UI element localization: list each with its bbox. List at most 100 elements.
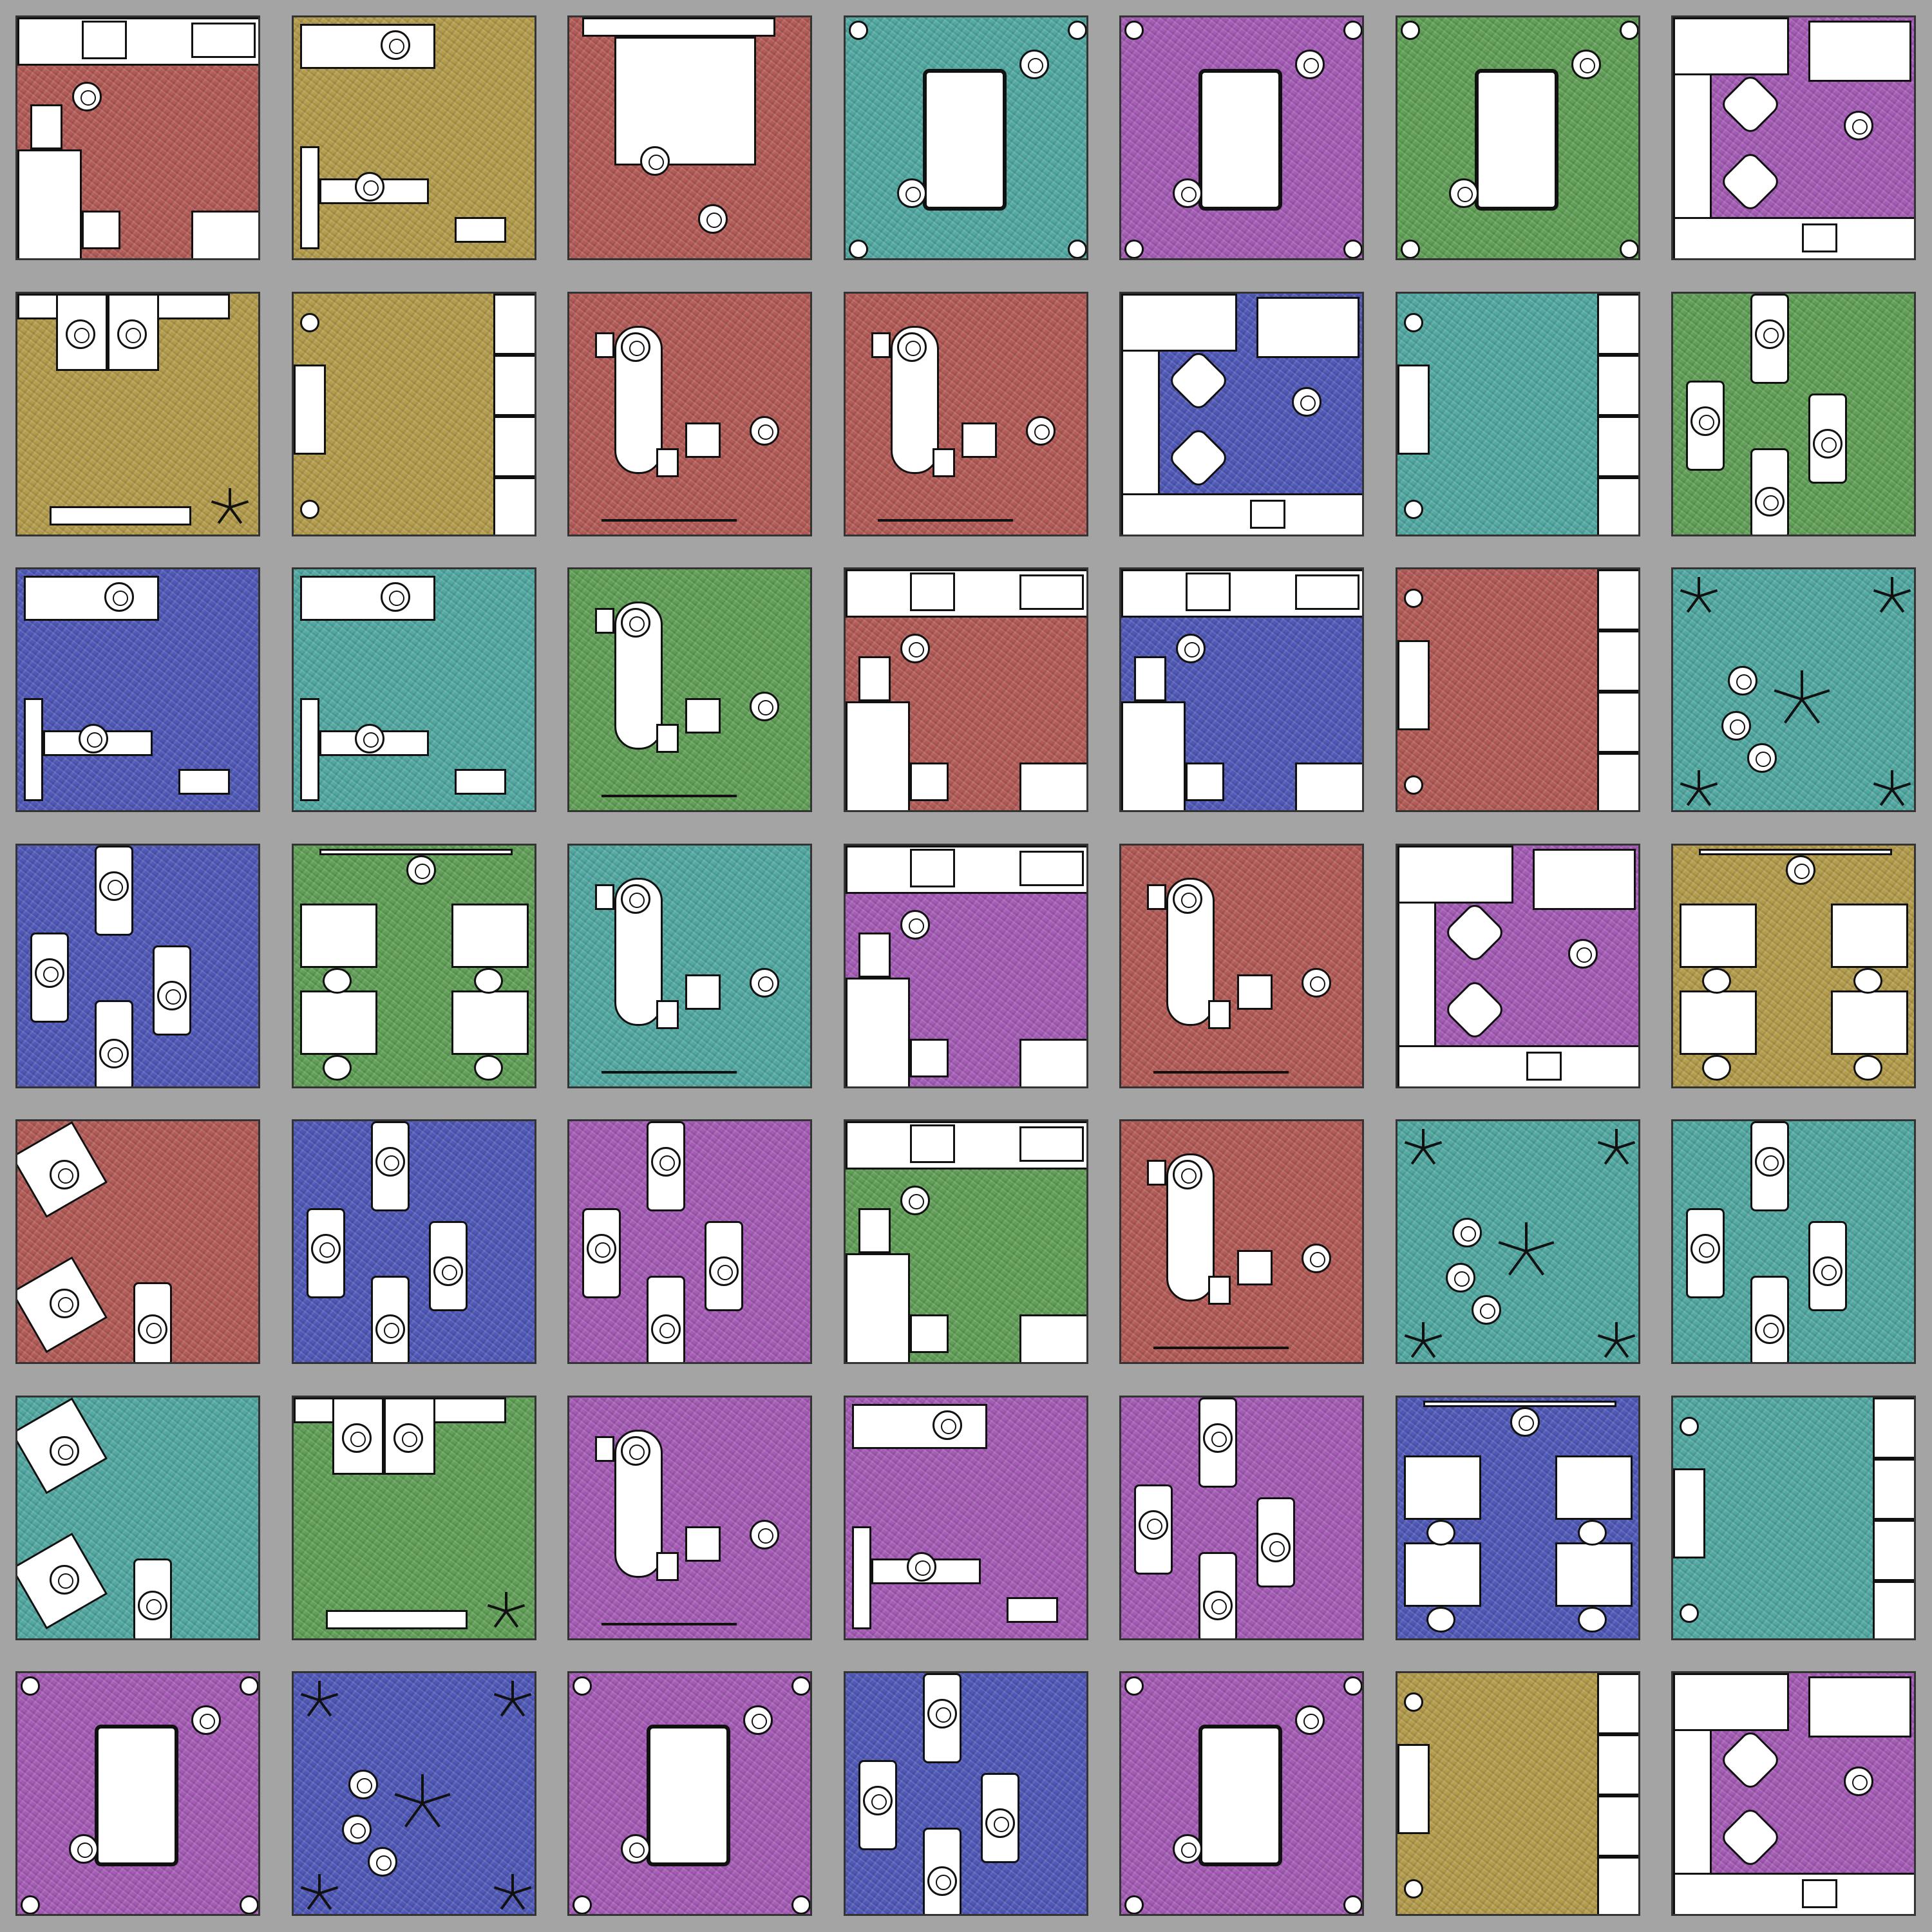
line-mark <box>300 1693 320 1702</box>
headboard <box>582 17 776 37</box>
person-icon <box>1302 1244 1332 1274</box>
lamp-icon <box>299 312 319 332</box>
room-dance <box>291 1671 536 1917</box>
plant-icon <box>1343 240 1363 258</box>
room-bikes <box>1119 1395 1365 1640</box>
room-cell <box>276 1656 552 1931</box>
line-mark <box>1698 589 1718 598</box>
person-icon <box>651 1314 681 1345</box>
person-icon <box>380 30 410 60</box>
shelf <box>1873 1580 1915 1638</box>
chair-icon <box>1577 1519 1607 1546</box>
room-cell <box>828 0 1104 276</box>
person-icon <box>354 172 384 202</box>
room-cell <box>552 828 828 1104</box>
room-cell <box>1380 552 1656 828</box>
stove-icon <box>1186 573 1231 612</box>
plant-icon <box>1124 21 1144 40</box>
line-mark <box>229 506 243 524</box>
room-kitchen <box>15 15 260 260</box>
chair-icon <box>1718 72 1783 137</box>
desk-bottom <box>1673 1873 1915 1915</box>
cabinet <box>191 211 258 258</box>
room-pool-table <box>15 1671 260 1917</box>
line-mark <box>1891 577 1894 597</box>
room-cell <box>1656 828 1931 1104</box>
line-mark <box>300 1886 320 1895</box>
person-icon <box>750 967 780 998</box>
stool <box>656 724 679 753</box>
stool <box>656 999 679 1029</box>
dishwasher-icon <box>82 211 120 249</box>
plant-icon <box>791 1676 811 1696</box>
line-mark <box>317 1700 332 1717</box>
person-icon <box>79 724 108 754</box>
line-mark <box>500 1893 514 1910</box>
line-mark <box>1616 1141 1635 1150</box>
cabinet <box>293 364 326 455</box>
printer-icon <box>1256 296 1360 358</box>
person-icon <box>375 1147 405 1177</box>
room-cell <box>276 828 552 1104</box>
chair-icon <box>1166 426 1231 490</box>
instrument-tray <box>595 332 615 358</box>
line-mark <box>307 1700 321 1717</box>
lamp-icon <box>1403 312 1423 332</box>
room-cell <box>276 552 552 828</box>
plant-icon <box>1343 1895 1363 1915</box>
room-cell <box>1656 1380 1931 1656</box>
line-mark <box>1410 1148 1425 1165</box>
line-mark <box>1873 782 1893 791</box>
person-icon <box>1295 50 1325 79</box>
person-icon <box>743 1705 773 1736</box>
line-mark <box>1597 1141 1617 1150</box>
pool-table-icon <box>1474 69 1558 211</box>
desk-bottom <box>1397 1045 1638 1086</box>
fridge-icon <box>858 656 891 702</box>
desk-icon <box>299 990 377 1055</box>
line-mark <box>421 1793 450 1805</box>
room-desks <box>1395 1395 1640 1640</box>
rower <box>1006 1596 1058 1623</box>
person-icon <box>99 1038 129 1068</box>
person-icon <box>1448 178 1479 208</box>
line-mark <box>1880 788 1894 806</box>
person-icon <box>1786 855 1816 885</box>
person-icon <box>1471 1295 1501 1325</box>
instrument-tray <box>595 1435 615 1462</box>
room-bedroom <box>567 15 813 260</box>
room-cell <box>1380 0 1656 276</box>
person-icon <box>1690 1234 1721 1264</box>
shelf <box>1873 1458 1915 1520</box>
box-icon <box>1526 1051 1562 1081</box>
desk-top <box>1673 1673 1790 1732</box>
line-mark <box>601 1070 737 1074</box>
plant-icon <box>848 21 868 40</box>
room-cell <box>1380 1104 1656 1379</box>
room-cell <box>0 552 276 828</box>
line-mark <box>1873 589 1893 598</box>
lamp-icon <box>1680 1416 1700 1436</box>
line-mark <box>1597 1334 1617 1343</box>
person-icon <box>651 1147 681 1177</box>
room-pool-table <box>1395 15 1640 260</box>
line-mark <box>1698 782 1718 791</box>
person-icon <box>621 884 651 914</box>
treadmill <box>299 576 435 621</box>
line-mark <box>601 518 737 522</box>
room-bikes <box>1671 291 1917 536</box>
line-mark <box>1698 577 1701 597</box>
cabinet <box>685 974 721 1010</box>
line-mark <box>1422 1341 1436 1358</box>
line-mark <box>487 1604 507 1613</box>
line-mark <box>1410 1341 1425 1358</box>
shelf <box>493 415 535 477</box>
person-icon <box>621 1435 651 1466</box>
shelf <box>1596 569 1638 631</box>
person-icon <box>621 332 651 362</box>
box-icon <box>1802 1879 1838 1909</box>
line-mark <box>1801 670 1804 700</box>
room-shelves <box>1395 1671 1640 1917</box>
desk-icon <box>451 903 529 968</box>
stool <box>1208 999 1231 1029</box>
